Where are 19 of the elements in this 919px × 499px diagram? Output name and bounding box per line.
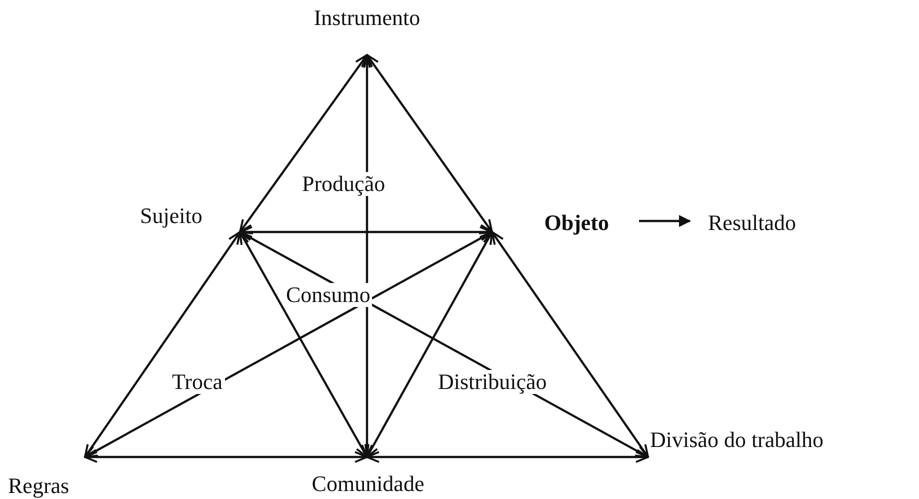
node-label: Objeto (544, 210, 609, 236)
arrow (639, 215, 691, 227)
relation-label: Produção (300, 172, 388, 196)
node-label: Resultado (708, 210, 796, 236)
arrow (239, 231, 368, 458)
arrow (366, 54, 493, 233)
arrow (239, 226, 493, 238)
arrow (84, 451, 368, 463)
arrow (366, 451, 649, 463)
node-label: Comunidade (312, 472, 424, 496)
node-label: Sujeito (140, 204, 202, 228)
arrow (239, 54, 368, 233)
node-label: Divisão do trabalho (650, 428, 824, 452)
node-label: Instrumento (314, 6, 420, 30)
relation-label: Consumo (284, 283, 372, 308)
arrow (84, 231, 241, 458)
node-label: Regras (8, 474, 70, 498)
arrow (491, 231, 649, 458)
relation-label: Distribuição (436, 370, 549, 394)
